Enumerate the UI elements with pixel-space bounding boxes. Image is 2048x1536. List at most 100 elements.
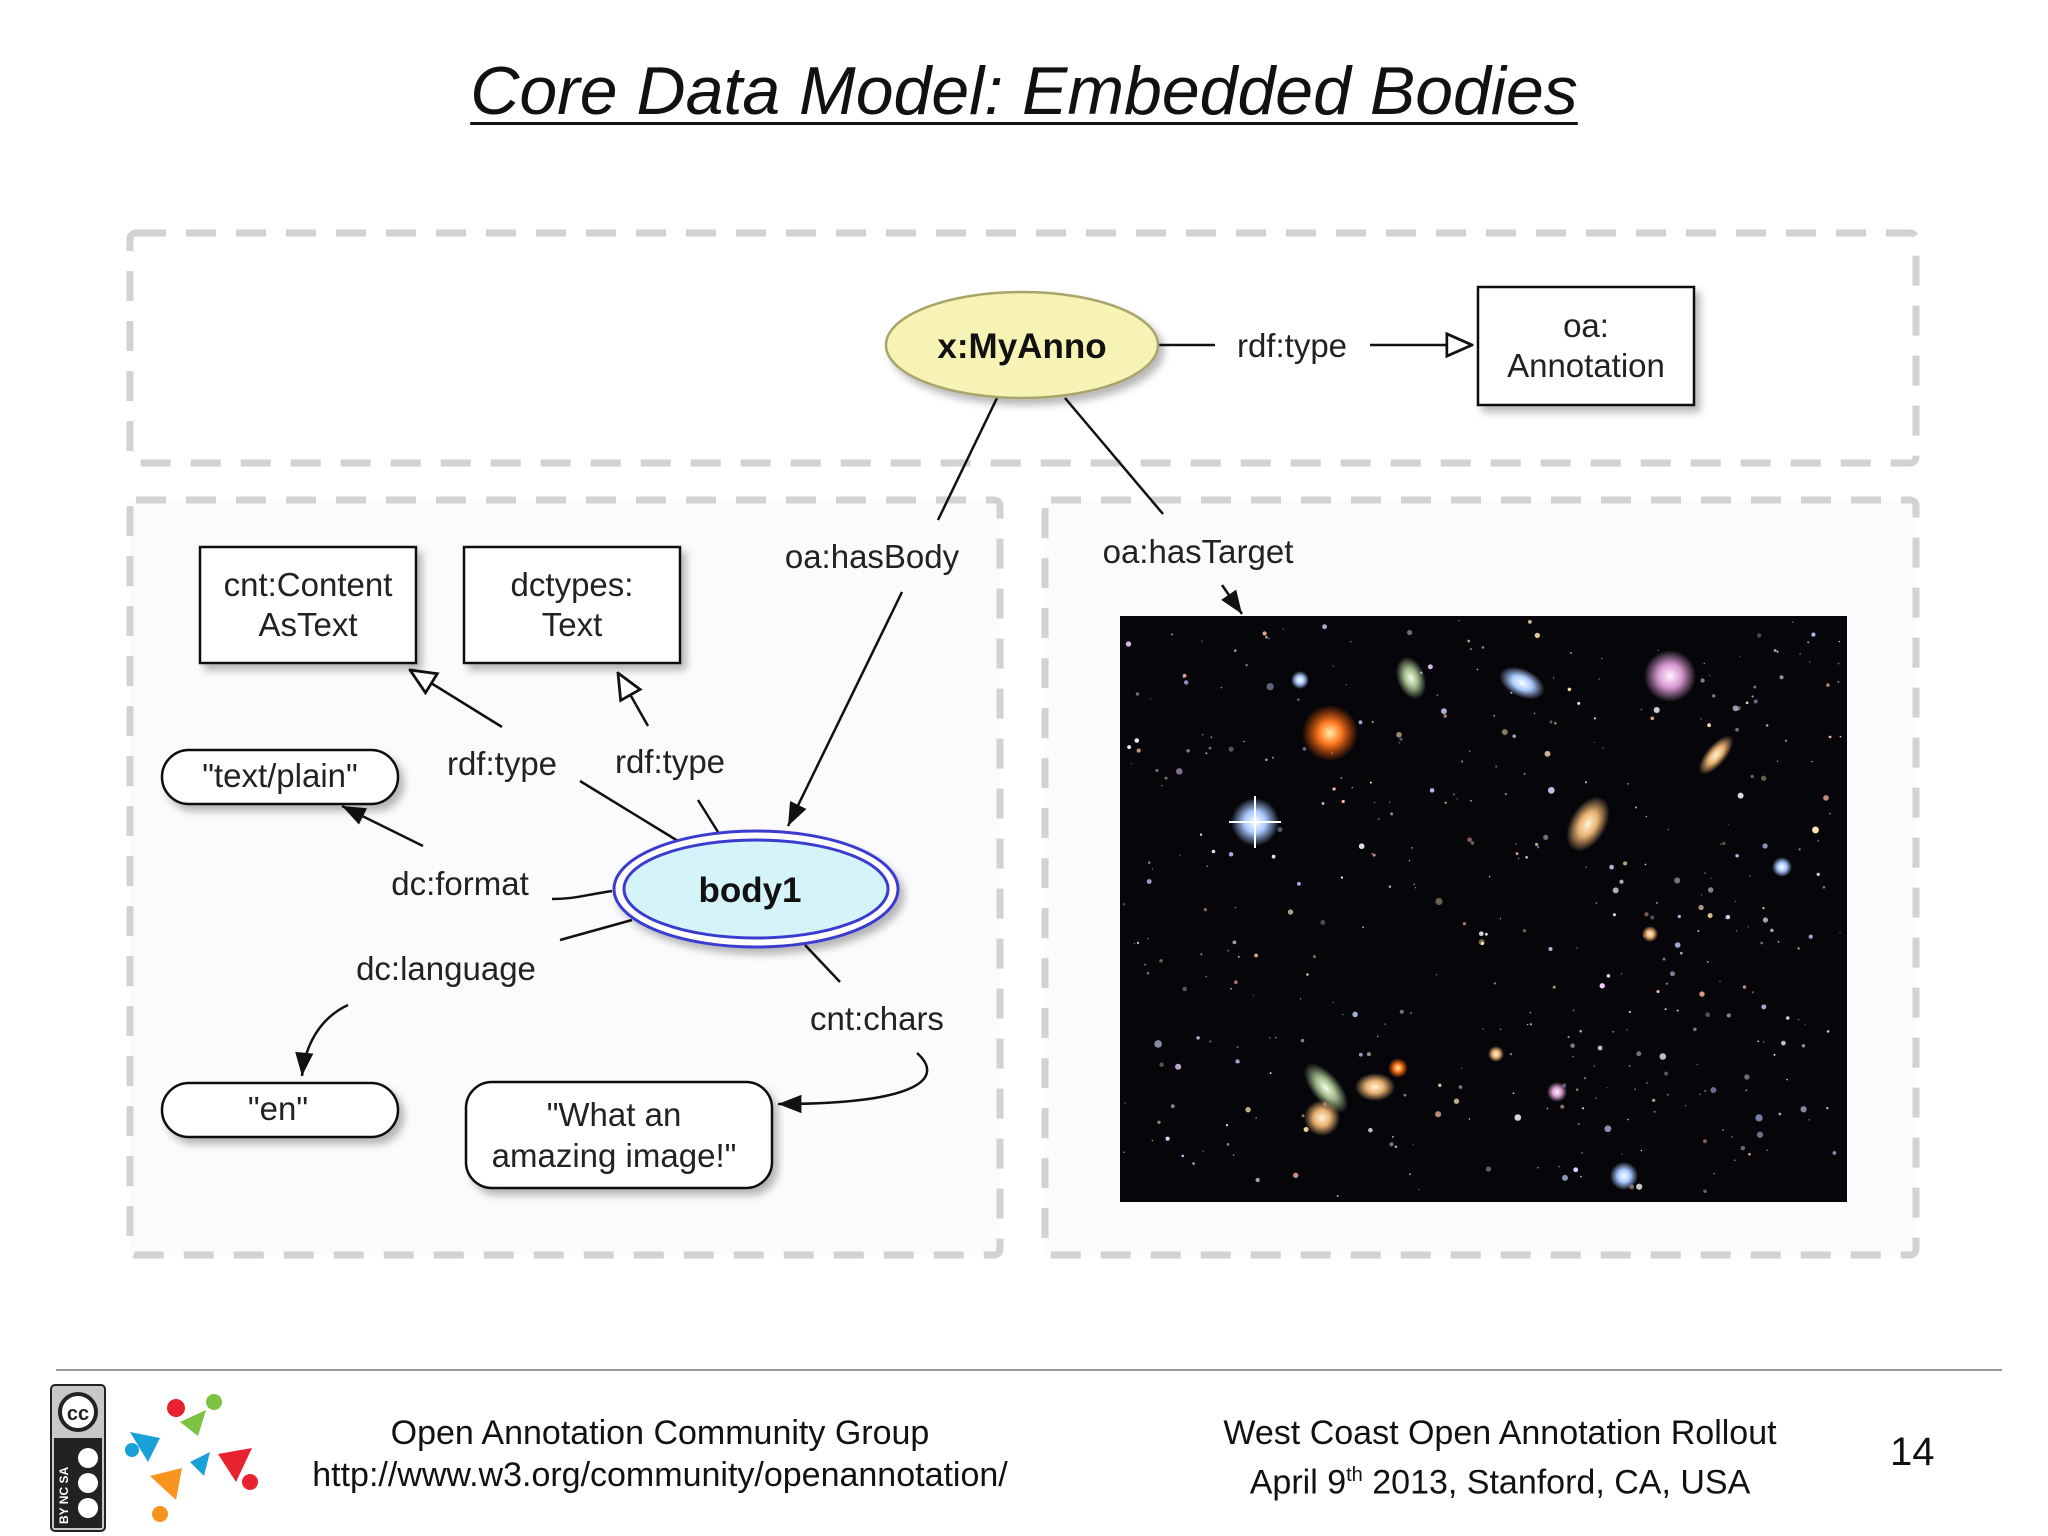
star-dot xyxy=(1674,942,1681,948)
star-dot xyxy=(1340,876,1344,879)
annotation-class-node xyxy=(1476,285,1696,407)
footer-org-url[interactable]: http://www.w3.org/community/openannotati… xyxy=(312,1456,1008,1494)
star-dot xyxy=(1175,1063,1182,1070)
star-dot xyxy=(1652,1098,1656,1102)
star-dot xyxy=(1645,1081,1649,1085)
star-dot xyxy=(1332,665,1335,667)
star-dot xyxy=(1461,760,1464,763)
star-dot xyxy=(1228,746,1234,752)
star-dot xyxy=(1656,989,1660,994)
star-dot xyxy=(1461,1067,1463,1069)
star-dot xyxy=(1760,941,1763,945)
star-dot xyxy=(1554,721,1557,725)
star-dot xyxy=(1300,998,1302,1000)
footer-event-date: April 9th 2013, Stanford, CA, USA xyxy=(1200,1454,1800,1503)
star-dot xyxy=(1606,1087,1608,1089)
star-dot xyxy=(1761,775,1767,781)
star-dot xyxy=(1470,799,1472,802)
star-dot xyxy=(1700,678,1705,683)
star-dot xyxy=(1322,624,1328,630)
footer-event-date-suffix: th xyxy=(1346,1464,1363,1486)
star-dot xyxy=(1206,865,1208,867)
star-dot xyxy=(1302,747,1307,751)
star-dot xyxy=(1493,982,1496,985)
star-dot xyxy=(1653,706,1660,714)
deep-field-image xyxy=(1120,616,1847,1202)
star-dot xyxy=(1456,798,1458,800)
star-dot xyxy=(1292,1172,1299,1179)
star-dot xyxy=(1778,1112,1782,1116)
star-dot xyxy=(1269,1072,1272,1075)
star-dot xyxy=(1468,1118,1471,1120)
star-dot xyxy=(1577,1122,1580,1126)
star-dot xyxy=(1312,955,1316,959)
star-dot xyxy=(1583,1076,1587,1080)
star-dot xyxy=(1392,1136,1394,1138)
star-dot xyxy=(1159,1062,1164,1067)
star-dot xyxy=(1670,971,1675,977)
star-dot xyxy=(1797,947,1800,950)
star-dot xyxy=(1773,649,1777,652)
dctypes-class-label-1: dctypes: xyxy=(511,566,634,603)
dctypes-class-node xyxy=(462,545,682,665)
dctypes-class-label-2: Text xyxy=(542,606,603,643)
star-dot xyxy=(1476,668,1479,671)
star-dot xyxy=(1645,815,1648,818)
star-dot xyxy=(1529,1011,1532,1014)
star-dot xyxy=(1657,649,1659,652)
svg-text:cc: cc xyxy=(67,1403,89,1425)
star-dot xyxy=(1744,1074,1750,1080)
star-dot xyxy=(1205,752,1208,755)
star-dot xyxy=(1220,687,1223,689)
star-dot xyxy=(1828,735,1832,739)
star-dot xyxy=(1809,661,1811,663)
star-dot xyxy=(1664,1071,1669,1076)
star-dot xyxy=(1136,941,1140,945)
edge-label-has-body: oa:hasBody xyxy=(785,538,960,575)
star-dot xyxy=(1409,1173,1411,1176)
star-dot xyxy=(1458,619,1460,622)
star-dot xyxy=(1706,960,1709,963)
star-dot xyxy=(1595,1097,1598,1100)
star-dot xyxy=(1467,639,1471,643)
star-dot xyxy=(1808,1119,1811,1121)
star-dot xyxy=(1826,1107,1829,1110)
star-dot xyxy=(1707,723,1712,728)
star-dot xyxy=(1255,1117,1257,1119)
star-dot xyxy=(1210,736,1213,739)
star-dot xyxy=(1832,1151,1837,1155)
star-dot xyxy=(1265,758,1268,762)
star-dot xyxy=(1786,1016,1790,1020)
star-dot xyxy=(1232,1154,1235,1156)
star-dot xyxy=(1467,837,1472,843)
star-dot xyxy=(1523,772,1526,775)
anno-node xyxy=(884,290,1160,400)
star-dot xyxy=(1653,1110,1656,1113)
star-dot xyxy=(1501,729,1508,736)
star-dot xyxy=(1748,1152,1751,1156)
type-dctypes-edge xyxy=(618,673,650,727)
star-dot xyxy=(1593,741,1595,744)
star-dot xyxy=(1549,720,1553,724)
star-dot xyxy=(1493,714,1496,717)
star-dot xyxy=(1726,1013,1731,1018)
star-dot xyxy=(1699,1093,1701,1095)
star-dot xyxy=(1394,1145,1398,1148)
star-dot xyxy=(1192,1162,1195,1165)
star-dot xyxy=(1147,938,1149,940)
star-dot xyxy=(1522,928,1527,933)
star-dot xyxy=(1634,806,1638,809)
star-dot xyxy=(1181,1154,1185,1158)
star-dot xyxy=(1725,914,1731,920)
star-dot xyxy=(1737,792,1744,799)
language-literal-label: "en" xyxy=(248,1090,308,1127)
star-dot xyxy=(1700,893,1703,896)
star-dot xyxy=(1593,1065,1596,1067)
star-dot xyxy=(1697,930,1700,932)
star-dot xyxy=(1612,887,1619,894)
star-dot xyxy=(1537,1167,1539,1169)
star-dot xyxy=(1705,1012,1711,1018)
star-dot xyxy=(1667,828,1670,831)
star-dot xyxy=(1598,678,1600,680)
